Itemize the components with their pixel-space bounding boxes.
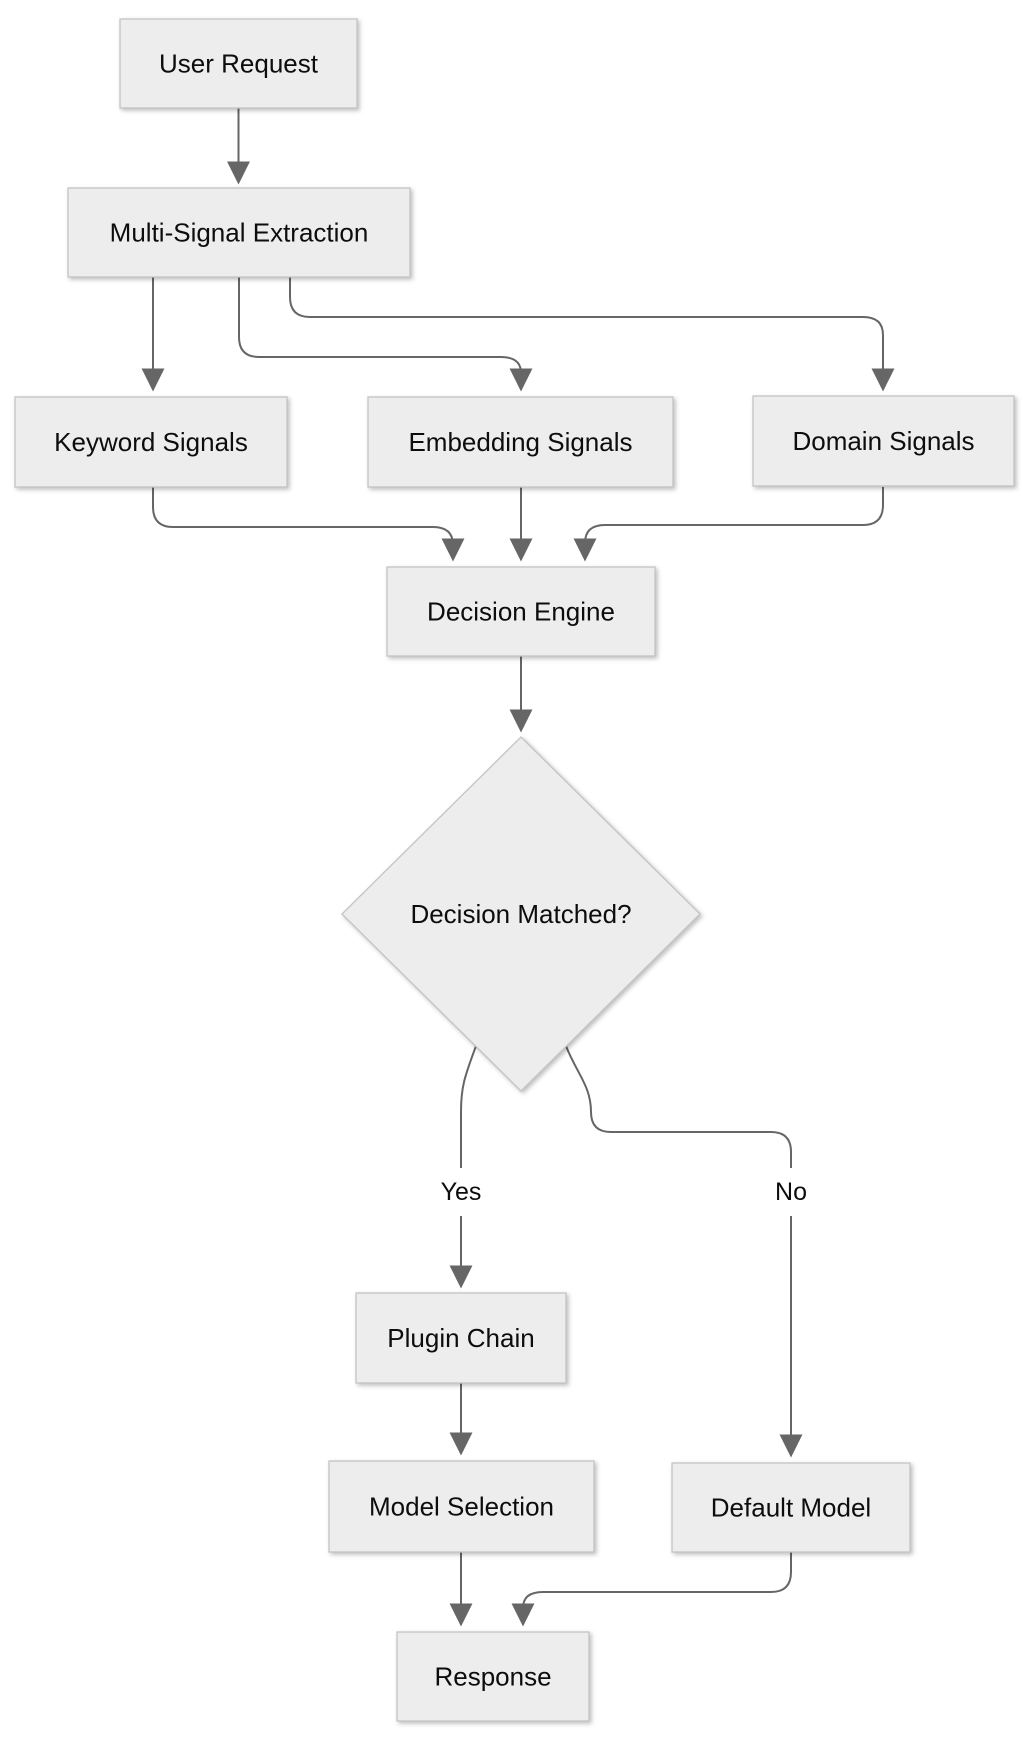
edge-decision-matched-to-default-model xyxy=(565,1045,803,1458)
edge-domain-signals-to-decision-engine xyxy=(573,487,884,562)
edge-label-no-text: No xyxy=(775,1178,807,1206)
node-default-model-label: Default Model xyxy=(711,1493,871,1523)
node-plugin-chain-shape xyxy=(355,1292,567,1384)
edge-label-no-background xyxy=(765,1168,817,1216)
node-decision-engine-label: Decision Engine xyxy=(427,597,615,627)
edge-label-yes-background xyxy=(432,1168,490,1216)
node-plugin-chain-label: Plugin Chain xyxy=(387,1323,534,1353)
node-model-selection-label: Model Selection xyxy=(369,1492,554,1522)
node-embedding-signals-shape xyxy=(367,396,674,488)
node-keyword-signals-shape xyxy=(14,396,288,488)
node-decision-matched-label: Decision Matched? xyxy=(410,899,631,929)
edge-multi-signal-extraction-to-domain-signals xyxy=(289,277,895,392)
node-keyword-signals: Keyword Signals xyxy=(14,396,288,488)
node-multi-signal-extraction: Multi-Signal Extraction xyxy=(67,187,411,278)
edge-layer xyxy=(141,108,895,1627)
edge-multi-signal-extraction-to-embedding-signals xyxy=(238,277,533,392)
edge-keyword-signals-to-decision-engine xyxy=(152,487,465,562)
node-response: Response xyxy=(396,1631,590,1722)
edge-label-yes-text: Yes xyxy=(441,1178,482,1206)
node-multi-signal-extraction-label: Multi-Signal Extraction xyxy=(110,218,369,248)
edge-default-model-to-response xyxy=(511,1552,792,1627)
node-keyword-signals-label: Keyword Signals xyxy=(54,427,248,457)
node-embedding-signals: Embedding Signals xyxy=(367,396,674,488)
edge-label-yes: Yes xyxy=(432,1168,490,1216)
edge-decision-matched-to-plugin-chain xyxy=(449,1045,477,1289)
node-response-label: Response xyxy=(434,1662,551,1692)
node-plugin-chain: Plugin Chain xyxy=(355,1292,567,1384)
node-user-request-label: User Request xyxy=(159,49,319,79)
node-response-shape xyxy=(396,1631,590,1722)
node-user-request-shape xyxy=(119,18,358,109)
node-default-model: Default Model xyxy=(671,1462,911,1553)
node-decision-matched: Decision Matched? xyxy=(341,736,701,1092)
node-model-selection: Model Selection xyxy=(328,1460,595,1553)
node-decision-engine-shape xyxy=(386,566,656,657)
node-multi-signal-extraction-shape xyxy=(67,187,411,278)
node-domain-signals-label: Domain Signals xyxy=(792,426,974,456)
node-domain-signals-shape xyxy=(752,395,1015,487)
node-decision-engine: Decision Engine xyxy=(386,566,656,657)
node-domain-signals: Domain Signals xyxy=(752,395,1015,487)
node-user-request: User Request xyxy=(119,18,358,109)
node-decision-matched-shape xyxy=(341,736,701,1092)
node-default-model-shape xyxy=(671,1462,911,1553)
node-model-selection-shape xyxy=(328,1460,595,1553)
node-embedding-signals-label: Embedding Signals xyxy=(408,427,632,457)
edge-label-no: No xyxy=(765,1168,817,1216)
